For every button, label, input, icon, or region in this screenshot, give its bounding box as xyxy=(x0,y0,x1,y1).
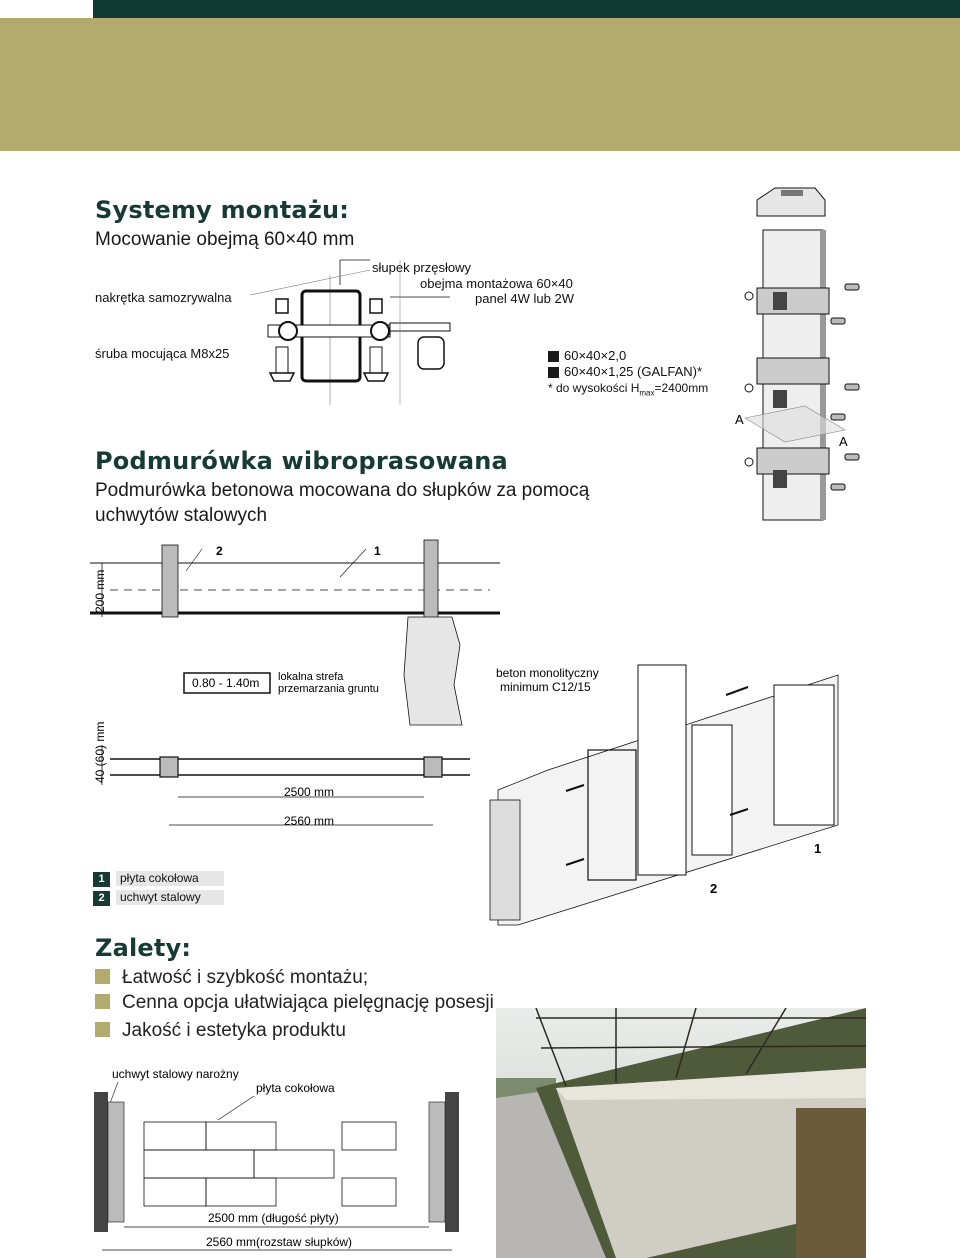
bullet-square-icon xyxy=(95,1022,110,1037)
spec-line-2: 60×40×1,25 (GALFAN)* xyxy=(548,364,702,379)
marker-2-elevation: 2 xyxy=(216,544,223,558)
marker-2-iso: 2 xyxy=(710,881,717,896)
dim-40-60mm: 40 (60) mm xyxy=(93,722,107,783)
post-assembly-illustration: A A xyxy=(735,187,860,521)
marker-1-iso: 1 xyxy=(814,841,821,856)
label-clamp: obejma montażowa 60×40 xyxy=(420,276,573,291)
section-title-mounting: Systemy montażu: xyxy=(95,196,350,224)
dim-plate-length: 2500 mm (długość płyty) xyxy=(208,1211,339,1225)
bullet-square-icon xyxy=(548,367,559,379)
dim-2560mm: 2560 mm xyxy=(284,814,334,828)
clamp-cross-section-drawing xyxy=(249,259,451,405)
dim-post-spacing: 2560 mm(rozstaw słupków) xyxy=(206,1235,352,1249)
spec-line-1: 60×40×2,0 xyxy=(548,348,626,363)
header-top-bar xyxy=(93,0,960,18)
section-subtitle-plinth-1: Podmurówka betonowa mocowana do słupków … xyxy=(95,480,590,501)
spec-note: * do wysokości Hmax=2400mm xyxy=(548,381,709,398)
dim-200mm: 200 mm xyxy=(93,570,107,613)
label-bolt: śruba mocująca M8x25 xyxy=(95,346,230,361)
bullet-square-icon xyxy=(548,351,559,363)
corner-holder-label: uchwyt stalowy narożny xyxy=(112,1067,239,1081)
header-olive-band xyxy=(0,18,960,151)
bullet-square-icon xyxy=(95,994,110,1009)
advantage-item-2: Cenna opcja ułatwiająca pielęgnację pose… xyxy=(95,992,494,1014)
label-post: słupek przęsłowy xyxy=(372,260,471,275)
label-nut: nakrętka samozrywalna xyxy=(95,290,232,305)
marker-1-elevation: 1 xyxy=(374,544,381,558)
advantage-item-1: Łatwość i szybkość montażu; xyxy=(95,967,368,989)
dim-depth: 0.80 - 1.40m xyxy=(192,676,259,690)
section-title-advantages: Zalety: xyxy=(95,934,192,962)
section-mark-a-left: A xyxy=(735,412,744,427)
bullet-square-icon xyxy=(95,969,110,984)
section-subtitle-mounting: Mocowanie obejmą 60×40 mm xyxy=(95,229,355,250)
plate-label: płyta cokołowa xyxy=(256,1081,335,1095)
label-panel: panel 4W lub 2W xyxy=(475,291,574,306)
section-mark-a-right: A xyxy=(839,434,848,449)
corner-plan-drawing: uchwyt stalowy narożny płyta cokołowa 25… xyxy=(94,1067,459,1251)
section-subtitle-plinth-2: uchwytów stalowych xyxy=(95,505,268,526)
section-title-plinth: Podmurówka wibroprasowana xyxy=(95,447,508,475)
fence-plinth-photo xyxy=(496,1008,866,1258)
dim-2500mm: 2500 mm xyxy=(284,785,334,799)
advantage-item-3: Jakość i estetyka produktu xyxy=(95,1020,346,1042)
